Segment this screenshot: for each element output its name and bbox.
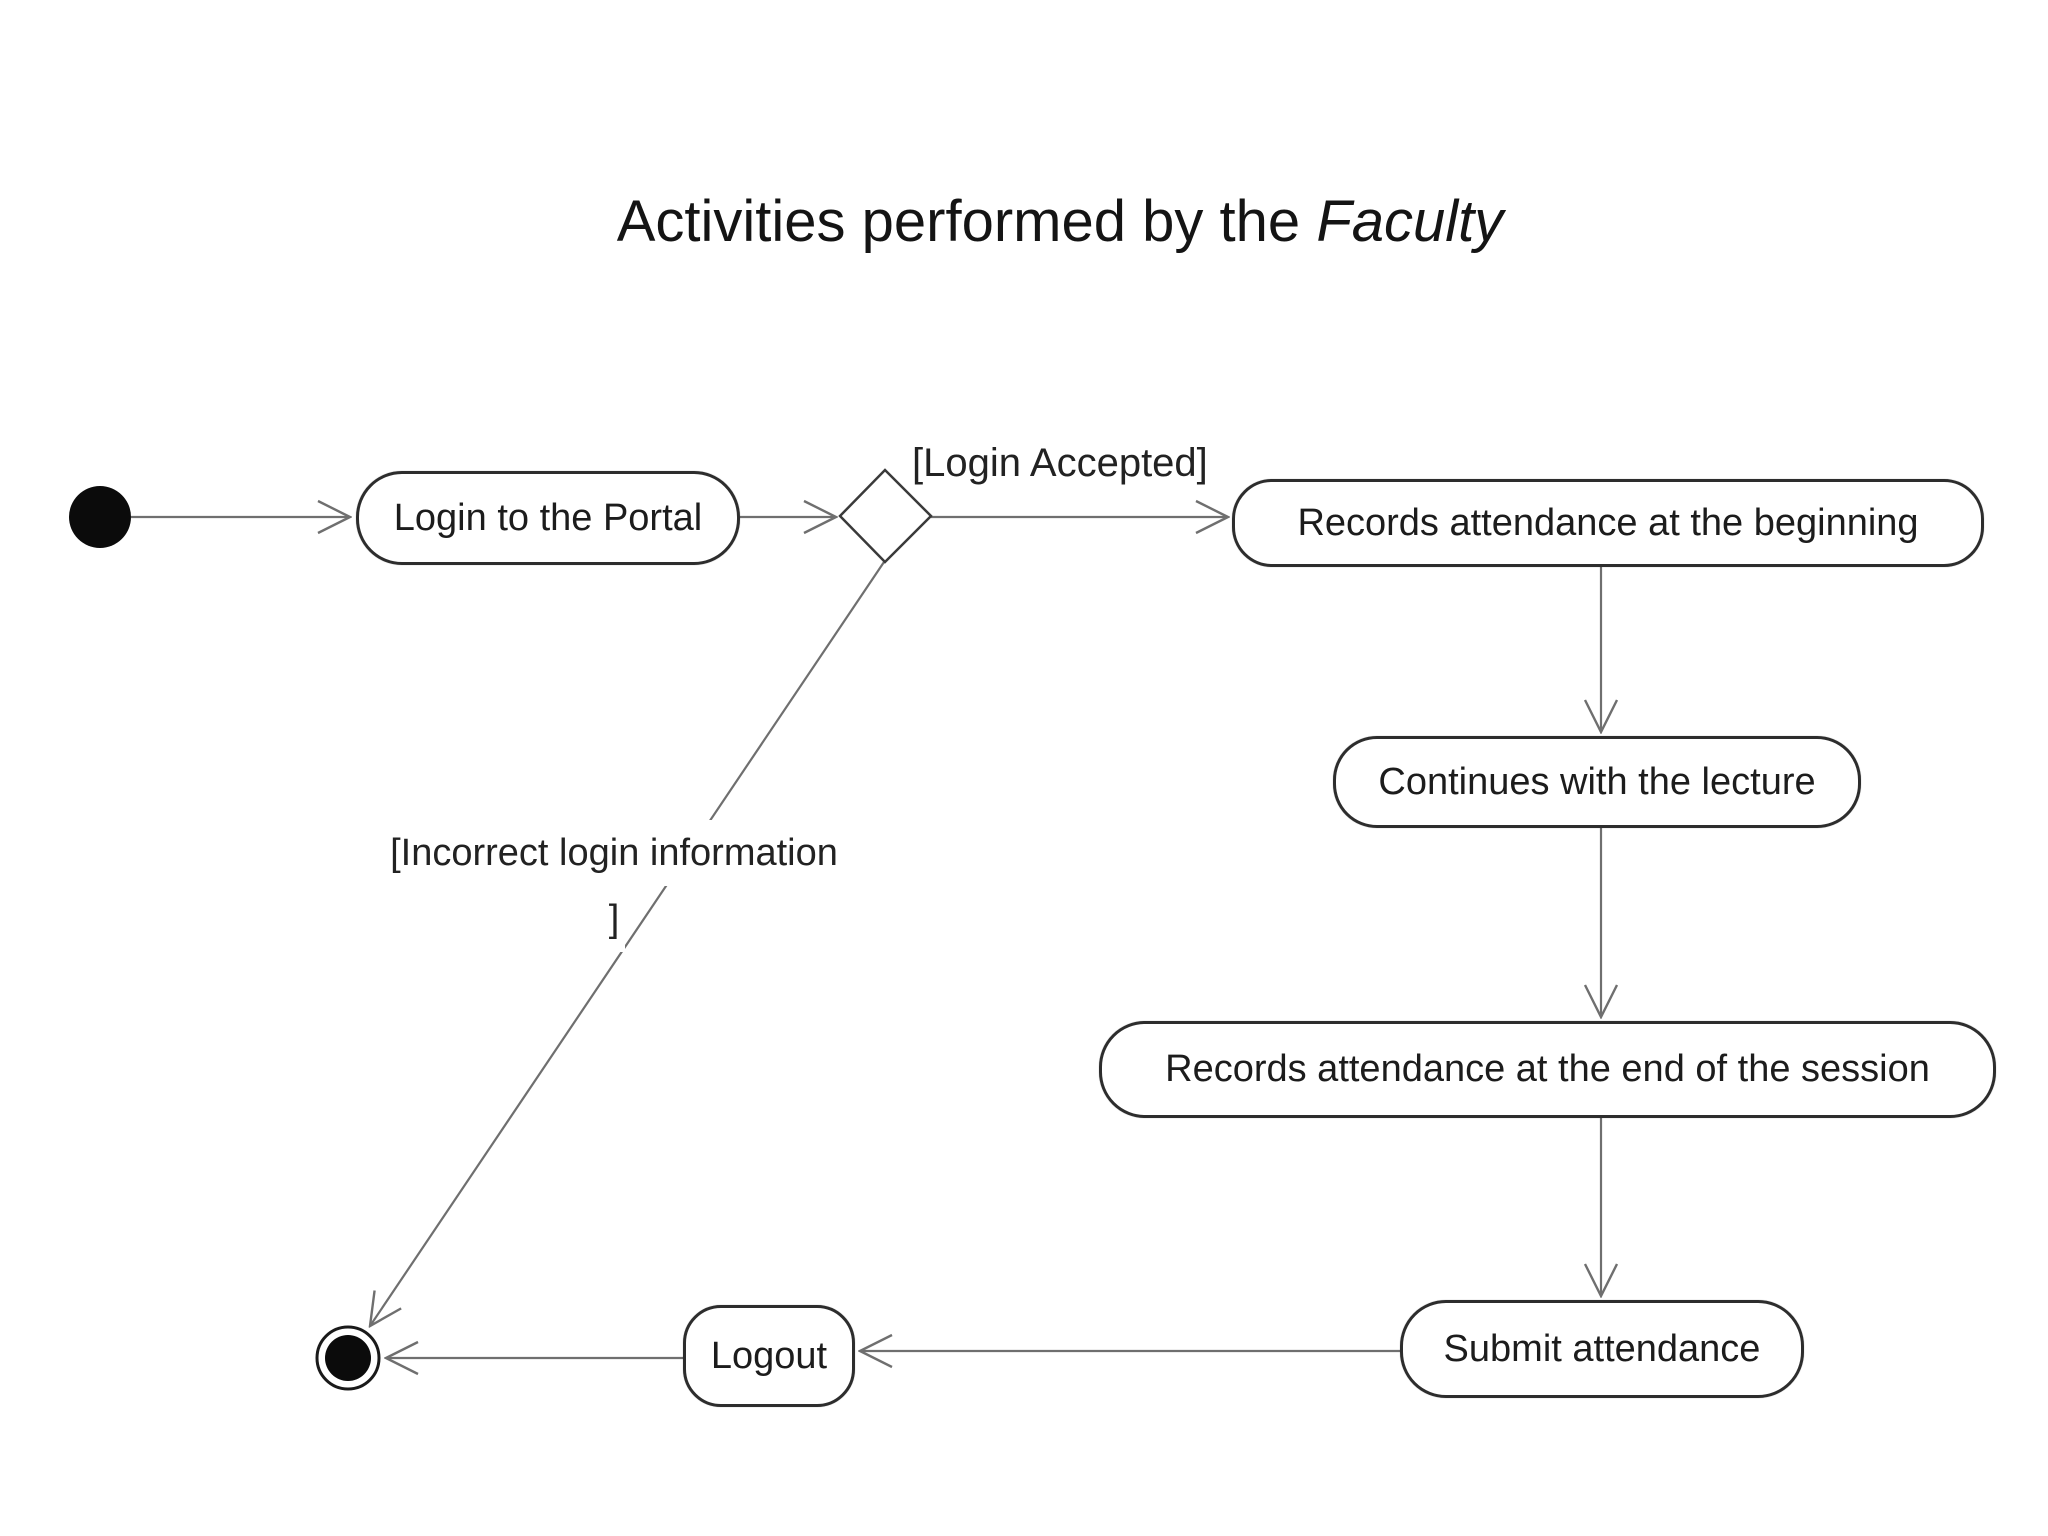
guard-login-accepted: [Login Accepted] <box>912 441 1208 485</box>
activity-continues-with-lecture: Continues with the lecture <box>1333 736 1861 828</box>
guard-incorrect-login-line2: ] <box>602 886 626 952</box>
activity-label: Logout <box>710 1334 828 1377</box>
guard-incorrect-login: [Incorrect login information ] <box>344 820 884 952</box>
final-state-inner-dot <box>325 1335 371 1381</box>
activity-label: Records attendance at the beginning <box>1297 501 1919 544</box>
decision-diamond <box>838 468 933 564</box>
activity-label: Records attendance at the end of the ses… <box>1165 1048 1930 1090</box>
activity-submit-attendance: Submit attendance <box>1400 1300 1804 1398</box>
page-title-emphasis: Faculty <box>1316 189 1504 254</box>
final-state-node <box>315 1325 381 1391</box>
page-title-text: Activities performed by the <box>616 189 1301 254</box>
initial-state-node <box>69 486 131 548</box>
activity-login-to-portal: Login to the Portal <box>356 471 740 565</box>
activity-logout: Logout <box>683 1305 855 1407</box>
edge-decision-to-final <box>370 561 885 1326</box>
activity-records-attendance-beginning: Records attendance at the beginning <box>1232 479 1984 567</box>
activity-label: Login to the Portal <box>393 496 703 539</box>
activity-label: Submit attendance <box>1443 1327 1761 1370</box>
activity-records-attendance-end: Records attendance at the end of the ses… <box>1099 1021 1996 1118</box>
guard-incorrect-login-line1: [Incorrect login information <box>384 820 844 886</box>
activity-label: Continues with the lecture <box>1378 760 1816 803</box>
